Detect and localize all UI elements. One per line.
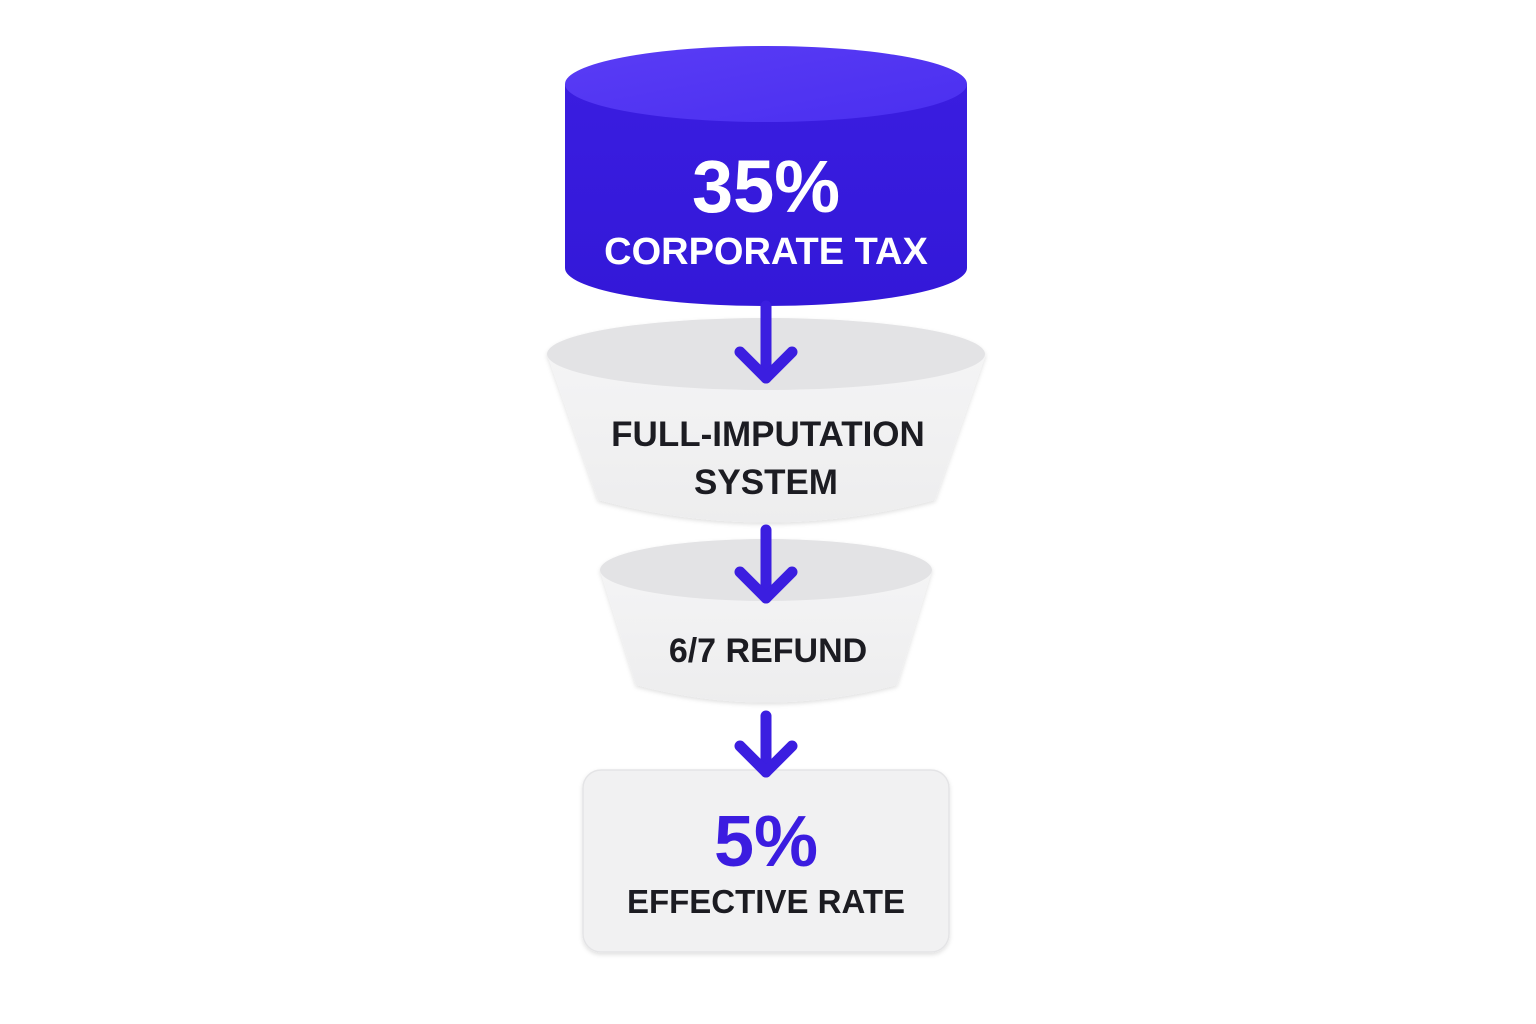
refund-funnel-body	[600, 570, 932, 703]
arrow-down-icon	[734, 300, 798, 384]
effective-rate-label: EFFECTIVE RATE	[627, 883, 905, 920]
corporate-tax-value: 35%	[692, 145, 840, 228]
full-imputation-funnel: FULL-IMPUTATION SYSTEM	[547, 318, 986, 523]
arrow-down-icon	[734, 710, 798, 778]
cylinder-top	[565, 46, 967, 122]
imputation-label-line1: FULL-IMPUTATION	[611, 415, 925, 454]
corporate-tax-cylinder: 35% CORPORATE TAX	[565, 46, 967, 306]
imputation-funnel-body	[547, 354, 986, 523]
effective-rate-value: 5%	[714, 802, 818, 882]
refund-label: 6/7 REFUND	[669, 632, 867, 670]
cylinder-body	[565, 84, 967, 306]
imputation-label-line2: SYSTEM	[694, 463, 838, 502]
effective-rate-box: 5% EFFECTIVE RATE	[582, 769, 950, 953]
arrow-down-icon	[734, 524, 798, 604]
corporate-tax-label: CORPORATE TAX	[604, 231, 928, 273]
